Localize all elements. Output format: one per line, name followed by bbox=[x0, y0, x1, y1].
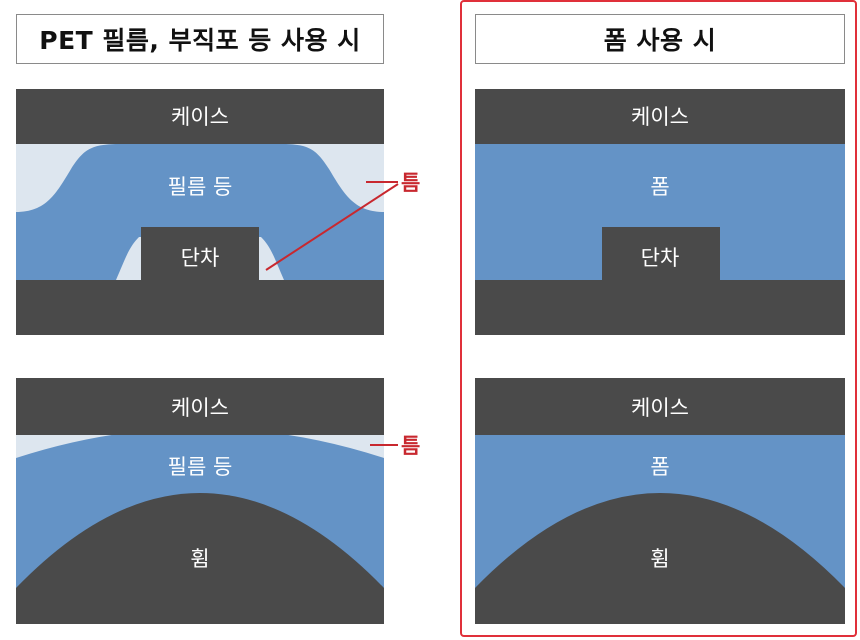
curve-label: 휨 bbox=[650, 547, 669, 571]
curve-label: 휨 bbox=[190, 547, 209, 571]
material-label: 폼 bbox=[650, 455, 669, 479]
step-label: 단차 bbox=[641, 246, 680, 270]
case-label: 케이스 bbox=[631, 396, 689, 420]
foam-step-diagram: 케이스 폼 단차 bbox=[475, 89, 845, 335]
foam-highlight-frame bbox=[460, 0, 857, 637]
material-label: 폼 bbox=[650, 175, 669, 199]
material-label: 필름 등 bbox=[168, 455, 233, 479]
gap-label-bottom: 틈 bbox=[401, 434, 420, 458]
case-label: 케이스 bbox=[631, 105, 689, 129]
step-block bbox=[602, 227, 720, 283]
gap-leader-line-diagonal bbox=[265, 183, 399, 271]
case-block bbox=[475, 378, 845, 435]
step-block bbox=[141, 227, 259, 283]
left-header: PET 필름, 부직포 등 사용 시 bbox=[16, 14, 384, 64]
right-header: 폼 사용 시 bbox=[475, 14, 845, 64]
base-block bbox=[475, 280, 845, 335]
curved-base bbox=[475, 493, 845, 624]
case-label: 케이스 bbox=[171, 396, 229, 420]
curved-base bbox=[16, 493, 384, 624]
base-block bbox=[16, 280, 384, 335]
foam-curve-diagram: 케이스 폼 휨 bbox=[475, 378, 845, 624]
material-label: 필름 등 bbox=[168, 175, 233, 199]
step-label: 단차 bbox=[181, 246, 220, 270]
case-block bbox=[16, 378, 384, 435]
case-block bbox=[475, 89, 845, 144]
gap-label-top: 틈 bbox=[401, 171, 420, 195]
film-layer bbox=[16, 144, 384, 280]
case-label: 케이스 bbox=[171, 105, 229, 129]
case-block bbox=[16, 89, 384, 144]
film-step-diagram: 케이스 필름 등 단차 bbox=[16, 89, 384, 335]
film-curve-diagram: 케이스 필름 등 휨 bbox=[16, 378, 384, 624]
